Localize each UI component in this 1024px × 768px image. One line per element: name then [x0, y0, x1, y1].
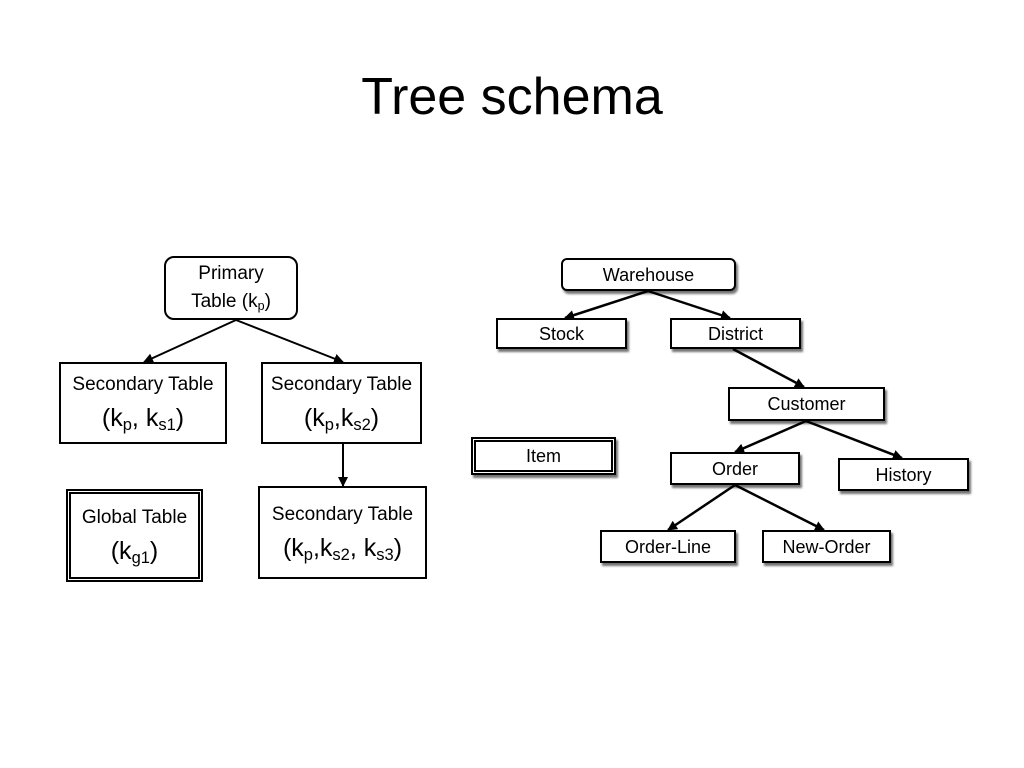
- primary-table-label: Primary: [198, 263, 264, 284]
- edge-primary-to-secondary-2: [235, 319, 344, 364]
- order-line-node: Order-Line: [600, 530, 736, 563]
- global-table-node: Global Table (kg1): [66, 489, 203, 582]
- primary-table-node: Primary Table (kp): [164, 256, 298, 320]
- history-node: History: [838, 458, 969, 491]
- secondary-table-3-keys: (kp,ks2, ks3): [282, 533, 403, 564]
- slide-title: Tree schema: [361, 68, 663, 126]
- stock-node: Stock: [496, 318, 627, 349]
- district-node: District: [670, 318, 801, 349]
- secondary-table-2-node: Secondary Table (kp,ks2): [261, 362, 422, 444]
- secondary-table-2-keys: (kp,ks2): [303, 404, 380, 435]
- secondary-table-1-node: Secondary Table (kp, ks1): [59, 362, 227, 444]
- primary-table-key: Table (kp): [191, 291, 271, 314]
- edge-primary-to-secondary-1: [143, 319, 237, 363]
- item-node: Item: [471, 437, 616, 475]
- secondary-table-3-label: Secondary Table: [271, 503, 414, 525]
- secondary-table-1-label: Secondary Table: [72, 374, 214, 395]
- edge-warehouse-to-district: [647, 289, 731, 320]
- edge-district-to-customer: [732, 347, 805, 389]
- order-node: Order: [670, 452, 800, 485]
- global-table-keys: (kg1): [110, 536, 159, 567]
- edge-order-to-new-order: [734, 483, 825, 532]
- secondary-table-3-node: Secondary Table (kp,ks2, ks3): [258, 486, 427, 579]
- edge-customer-to-order: [734, 419, 807, 454]
- secondary-table-1-keys: (kp, ks1): [101, 404, 185, 435]
- edge-warehouse-to-stock: [564, 289, 649, 320]
- secondary-table-2-label: Secondary Table: [270, 374, 413, 395]
- edge-customer-to-history: [805, 419, 903, 460]
- edge-order-to-order-line: [667, 483, 736, 532]
- new-order-node: New-Order: [762, 530, 891, 563]
- global-table-label: Global Table: [81, 506, 188, 528]
- warehouse-node: Warehouse: [561, 258, 736, 291]
- customer-node: Customer: [728, 387, 885, 421]
